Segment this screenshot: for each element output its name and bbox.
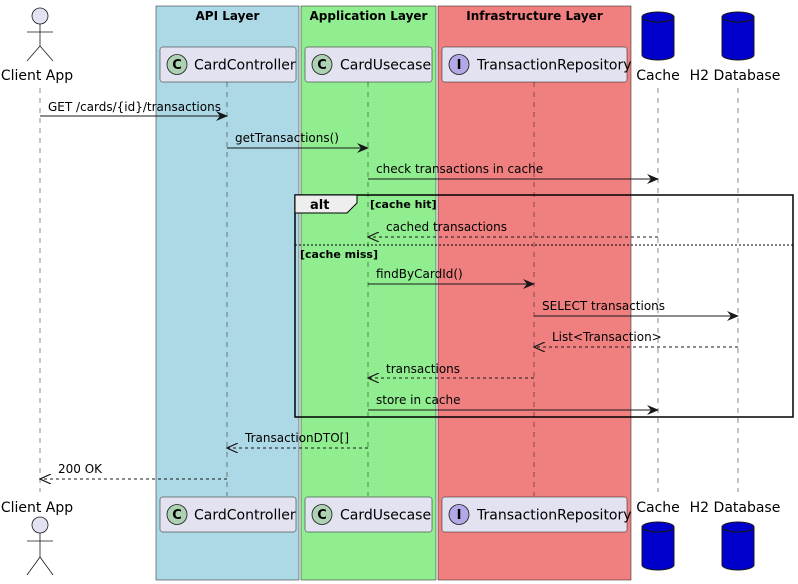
repository-participant-bottom: I TransactionRepository (441, 496, 632, 533)
message-label: TransactionDTO[] (244, 431, 349, 445)
db-database-top: H2 Database (690, 11, 781, 84)
class-badge-icon (311, 504, 333, 525)
infrastructure-layer-title: Infrastructure Layer (466, 9, 603, 23)
cache-label-top: Cache (636, 68, 680, 84)
client-actor-top: Client App (1, 7, 73, 84)
client-label-top: Client App (1, 68, 73, 84)
message-label: SELECT transactions (542, 299, 665, 313)
db-database-bottom: H2 Database (690, 500, 781, 571)
message-label: transactions (386, 362, 460, 376)
message-label: findByCardId() (376, 267, 463, 281)
usecase-label-top: CardUsecase (340, 58, 431, 74)
message-store-in-cache: store in cache (368, 393, 659, 415)
repository-label-top: TransactionRepository (476, 58, 632, 74)
message-cached-transactions: cached transactions (368, 220, 658, 237)
controller-label-bottom: CardController (194, 508, 296, 524)
message-label: 200 OK (58, 462, 103, 476)
lifelines (39, 82, 739, 496)
message-label: getTransactions() (235, 131, 339, 145)
alt-guard-cache-miss: [cache miss] (300, 248, 378, 261)
repository-participant-top: I TransactionRepository (441, 46, 632, 83)
message-200-ok: 200 OK (40, 462, 227, 479)
usecase-stereotype-bottom: C (317, 508, 327, 523)
message-select-transactions: SELECT transactions (534, 299, 739, 321)
alt-fragment: alt [cache hit] [cache miss] (294, 194, 794, 418)
controller-stereotype-bottom: C (172, 508, 182, 523)
db-label-top: H2 Database (690, 68, 781, 84)
api-layer-title: API Layer (196, 9, 260, 23)
message-get-transactions-request: GET /cards/{id}/transactions (40, 100, 228, 121)
application-layer-title: Application Layer (310, 9, 428, 23)
api-layer-box: API Layer (155, 5, 300, 581)
class-badge-icon (166, 54, 188, 75)
usecase-label-bottom: CardUsecase (340, 508, 431, 524)
interface-badge-icon (448, 54, 470, 75)
usecase-stereotype-top: C (317, 58, 327, 73)
controller-participant-bottom: C CardController (159, 496, 297, 533)
application-layer-box: Application Layer (300, 5, 437, 581)
infrastructure-layer-box: Infrastructure Layer (437, 5, 632, 581)
controller-participant-top: C CardController (159, 46, 297, 83)
interface-badge-icon (448, 504, 470, 525)
repository-stereotype-bottom: I (457, 508, 462, 523)
repository-label-bottom: TransactionRepository (476, 508, 632, 524)
client-actor-bottom: Client App (1, 500, 73, 576)
usecase-participant-top: C CardUsecase (304, 46, 433, 83)
message-label: store in cache (376, 393, 460, 407)
message-get-transactions-call: getTransactions() (227, 131, 369, 153)
cache-database-top: Cache (636, 11, 680, 84)
message-list-transaction: List<Transaction> (534, 330, 738, 347)
controller-label-top: CardController (194, 58, 296, 74)
cache-database-bottom: Cache (636, 500, 680, 571)
message-find-by-card-id: findByCardId() (368, 267, 535, 289)
message-check-cache: check transactions in cache (368, 162, 659, 184)
message-label: check transactions in cache (376, 162, 543, 176)
usecase-participant-bottom: C CardUsecase (304, 496, 433, 533)
message-label: cached transactions (386, 220, 507, 234)
controller-stereotype-top: C (172, 58, 182, 73)
class-badge-icon (166, 504, 188, 525)
class-badge-icon (311, 54, 333, 75)
repository-stereotype-top: I (457, 58, 462, 73)
alt-keyword: alt (310, 198, 329, 213)
cache-label-bottom: Cache (636, 500, 680, 516)
alt-guard-cache-hit: [cache hit] (370, 198, 437, 211)
message-transactions-return: transactions (368, 362, 534, 378)
message-label: List<Transaction> (552, 330, 662, 344)
client-label-bottom: Client App (1, 500, 73, 516)
message-label: GET /cards/{id}/transactions (48, 100, 221, 114)
message-transaction-dto-return: TransactionDTO[] (227, 431, 368, 448)
db-label-bottom: H2 Database (690, 500, 781, 516)
